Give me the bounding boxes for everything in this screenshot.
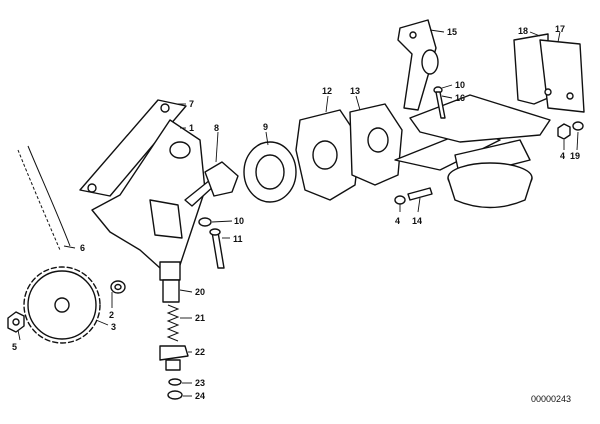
spring-21 [166,304,180,342]
outer-rotor [243,141,297,203]
callout-6: 6 [80,243,85,253]
callout-19: 19 [570,151,580,161]
callout-21: 21 [195,313,205,323]
bolt-14 [407,187,433,201]
callout-15: 15 [447,27,457,37]
washer-2 [110,280,126,294]
circlip-24 [167,390,183,400]
bolt-19 [572,121,584,131]
callout-24: 24 [195,391,205,401]
callout-7: 7 [189,99,194,109]
callout-5: 5 [12,342,17,352]
callout-14: 14 [412,216,422,226]
callout-4-right: 4 [560,151,565,161]
callout-12: 12 [322,86,332,96]
oil-pump-housing [91,119,206,281]
callout-8: 8 [214,123,219,133]
plug-22 [159,345,189,371]
tensioner-bracket [79,99,187,197]
callout-4-mid: 4 [395,216,400,226]
nut-4-right [557,123,571,140]
sprocket-nut [7,311,25,333]
seal-23 [168,378,182,386]
bracket-17-18 [513,33,585,113]
washer-10-left [198,217,212,227]
sprocket [23,266,101,344]
callout-13: 13 [350,86,360,96]
callout-2: 2 [109,310,114,320]
document-number: 00000243 [531,394,571,404]
callout-23: 23 [195,378,205,388]
sleeve-20 [162,279,180,303]
washer-4-mid [394,195,406,205]
callout-10-left: 10 [234,216,244,226]
pump-body [349,103,403,186]
mounting-plate [409,94,551,143]
pump-cover [295,109,361,201]
timing-chain [17,145,71,251]
inner-rotor [184,161,239,207]
bolt-16 [433,86,446,119]
callout-17: 17 [555,24,565,34]
callout-9: 9 [263,122,268,132]
callout-20: 20 [195,287,205,297]
callout-10-right: 10 [455,80,465,90]
callout-18: 18 [518,26,528,36]
leader-lines [17,29,579,397]
oil-strainer [447,162,533,209]
callout-3: 3 [111,322,116,332]
bolt-11 [209,228,225,269]
callout-22: 22 [195,347,205,357]
support-bracket-15 [397,19,439,111]
callout-16: 16 [455,93,465,103]
callout-11: 11 [233,234,243,244]
callout-1: 1 [189,123,194,133]
